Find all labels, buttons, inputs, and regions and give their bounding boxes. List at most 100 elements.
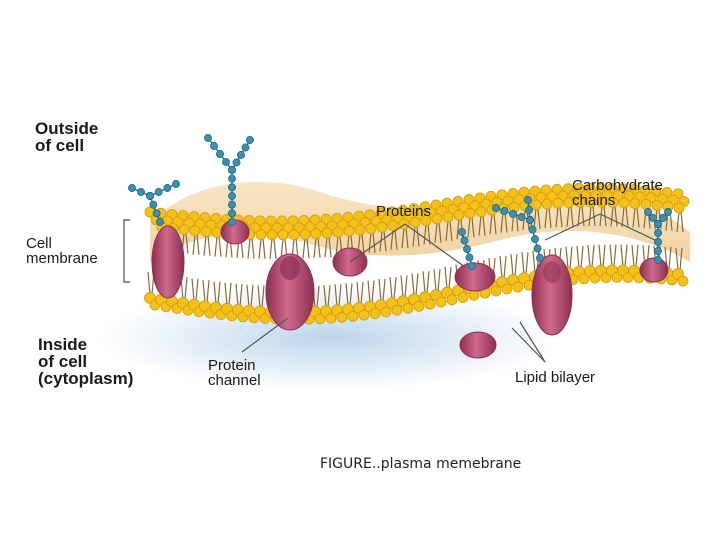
- lipid-head: [446, 294, 458, 306]
- lipid-tail: [592, 206, 596, 227]
- lipid-tail: [614, 206, 618, 227]
- lipid-tail: [504, 212, 508, 233]
- proteins-label: Proteins: [376, 203, 432, 220]
- carbohydrate-bead: [241, 143, 250, 152]
- lipid-tail: [503, 255, 507, 279]
- carbohydrate-bead: [204, 134, 212, 142]
- lipid-tail: [213, 281, 217, 304]
- lipid-tail: [566, 206, 570, 227]
- lipid-tail: [250, 284, 254, 307]
- lipid-tail: [537, 208, 541, 229]
- lipid-tail: [500, 212, 504, 233]
- carbohydrate-bead: [149, 200, 158, 209]
- lipid-head: [585, 196, 597, 208]
- lipid-tail: [258, 238, 262, 259]
- lipid-tail: [371, 280, 375, 303]
- cell-membrane-bracket: [123, 219, 130, 283]
- lipid-tail: [269, 238, 273, 259]
- lipid-head: [618, 197, 630, 209]
- lipid-head: [546, 191, 558, 202]
- lipid-head: [530, 199, 542, 211]
- lipid-tail: [613, 244, 617, 267]
- lipid-tail: [426, 271, 430, 294]
- lipid-bilayer-group: [144, 182, 690, 325]
- carbohydrate-bead: [156, 218, 164, 226]
- carbohydrate-bead: [163, 184, 172, 192]
- lipid-tail: [345, 283, 349, 306]
- lipid-head: [475, 206, 487, 218]
- carbohydrate-bead: [465, 253, 474, 262]
- lipid-head: [651, 199, 663, 211]
- lipid-head: [347, 310, 359, 322]
- lipid-tail: [525, 252, 529, 275]
- carbohydrate-bead: [228, 200, 236, 209]
- carbohydrate-bead: [468, 262, 476, 270]
- channel-pore: [280, 256, 300, 280]
- carbohydrate-bead: [152, 209, 161, 218]
- lipid-tail: [467, 217, 471, 238]
- lipid-tail: [411, 273, 415, 296]
- lipid-head: [211, 227, 223, 238]
- lipid-head: [409, 216, 421, 228]
- lipid-tail: [625, 206, 629, 227]
- carbohydrate-bead: [228, 209, 236, 218]
- lipid-tail: [185, 233, 189, 254]
- lipid-tail: [338, 284, 342, 307]
- lipid-tail: [621, 206, 625, 227]
- lipid-tail: [532, 250, 536, 273]
- lipid-tail: [246, 284, 250, 307]
- lipid-bilayer-label: Lipid bilayer: [515, 369, 596, 386]
- carbohydrate-bead: [228, 192, 236, 200]
- lipid-tail: [456, 219, 460, 240]
- lipid-tail: [676, 211, 680, 232]
- lipid-tail: [324, 237, 328, 258]
- lipid-head: [551, 183, 563, 195]
- carbohydrate-bead: [492, 204, 500, 212]
- lipid-head: [673, 202, 685, 214]
- lipid-tail: [609, 244, 613, 267]
- carbohydrate-chains-label: Carbohydrate chains: [572, 178, 663, 208]
- lipid-tail: [334, 284, 338, 307]
- cell-membrane-line-1: Cell: [26, 235, 52, 252]
- lipid-tail: [569, 246, 573, 269]
- outside-cell-line-2: of cell: [35, 136, 85, 155]
- carbohydrate-bead: [500, 207, 509, 215]
- lipid-head: [387, 220, 399, 232]
- carbohydrate-bead: [654, 238, 662, 246]
- lipid-tail: [599, 206, 603, 227]
- lipid-head: [178, 224, 190, 236]
- lipid-head: [457, 292, 469, 303]
- lipid-tail: [317, 237, 321, 258]
- lipid-tail: [306, 238, 310, 259]
- lipid-head: [277, 229, 289, 241]
- inside-cell-line-3: (cytoplasm): [38, 369, 134, 388]
- lipid-head: [200, 226, 212, 238]
- lipid-tail: [577, 206, 581, 227]
- lipid-tail: [323, 285, 327, 308]
- figure-caption: FIGURE..plasma memebrane: [320, 456, 522, 472]
- lipid-tail: [548, 207, 552, 229]
- lipid-tail: [382, 278, 386, 302]
- lipid-head: [541, 198, 553, 210]
- lipid-head: [607, 197, 619, 208]
- lipid-tail: [261, 285, 265, 308]
- lipid-head: [501, 283, 513, 295]
- carbohydrate-bead: [533, 244, 542, 253]
- lipid-tail: [235, 283, 239, 306]
- inside-cell-line-2: of cell: [38, 352, 88, 371]
- lipid-head: [431, 213, 443, 225]
- lipid-head: [266, 229, 278, 241]
- lipid-tail: [544, 207, 548, 229]
- carbohydrate-bead: [232, 158, 241, 167]
- lipid-head: [424, 298, 436, 310]
- lipid-tail: [422, 271, 426, 294]
- lipid-tail: [533, 208, 537, 229]
- lipid-tail: [521, 252, 525, 275]
- bilayer-leader-1: [511, 327, 546, 363]
- lipid-tail: [327, 285, 331, 308]
- lipid-tail: [510, 253, 514, 277]
- lipid-tail: [559, 207, 563, 228]
- lipid-tail: [405, 227, 409, 249]
- lipid-head: [464, 208, 476, 219]
